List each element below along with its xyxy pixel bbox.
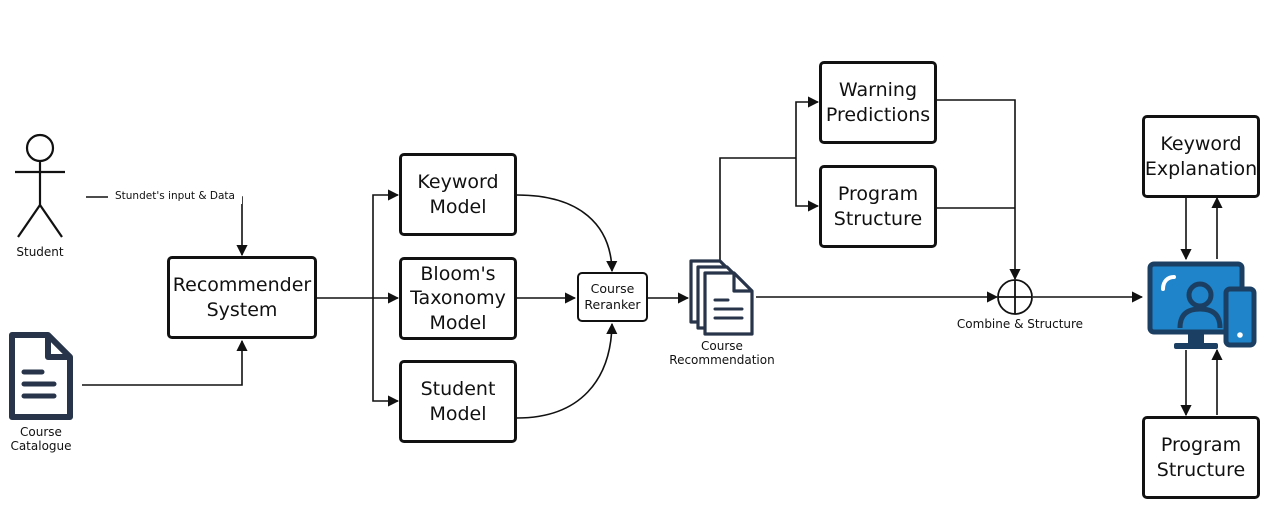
stick-figure-actor-icon: [15, 133, 65, 238]
edge-catalogue-to-recommender: [82, 339, 248, 386]
edge-split-to-program: [795, 158, 820, 212]
keyword-explanation-box: Keyword Explanation: [1142, 115, 1260, 198]
circle-plus-icon: [997, 279, 1033, 315]
catalogue-label: Course Catalogue: [10, 425, 72, 454]
edge-keyword-to-reranker: [516, 194, 618, 273]
course-reranker-box: Course Reranker: [577, 272, 648, 322]
course-recommendation-label: Course Recommendation: [669, 339, 775, 368]
warning-predictions-label: Warning Predictions: [825, 79, 931, 126]
edge-recommendation-to-split: [719, 157, 796, 260]
edge-student-to-recommender: [86, 196, 248, 257]
bloom-taxonomy-model-label: Bloom's Taxonomy Model: [410, 263, 506, 334]
edge-split-to-warning: [795, 96, 820, 158]
student-model-label: Student Model: [420, 378, 496, 425]
warning-predictions-box: Warning Predictions: [819, 61, 937, 144]
actor-label: Student: [16, 245, 64, 259]
program-structure-box-middle: Program Structure: [819, 165, 937, 248]
edge-student-model-to-reranker: [516, 322, 618, 419]
program-structure-label-middle: Program Structure: [833, 183, 923, 230]
recommender-system-label: Recommender System: [172, 274, 312, 321]
keyword-model-box: Keyword Model: [399, 153, 517, 236]
student-model-box: Student Model: [399, 360, 517, 443]
bloom-taxonomy-model-box: Bloom's Taxonomy Model: [399, 257, 517, 340]
keyword-explanation-label: Keyword Explanation: [1144, 133, 1258, 180]
combine-structure-label: Combine & Structure: [956, 317, 1084, 331]
course-reranker-label: Course Reranker: [584, 281, 641, 312]
recommender-system-box: Recommender System: [167, 256, 317, 339]
program-structure-label-bottom: Program Structure: [1156, 434, 1246, 481]
desktop-user-icon: [1147, 261, 1257, 349]
document-icon: [9, 332, 73, 420]
edge-recommender-to-keyword: [372, 189, 400, 298]
keyword-model-label: Keyword Model: [417, 171, 499, 218]
document-stack-icon: [689, 259, 754, 336]
edge-recommender-to-student-model: [372, 298, 400, 407]
program-structure-box-bottom: Program Structure: [1142, 416, 1260, 499]
input-edge-label: Stundet's input & Data: [115, 190, 235, 202]
edge-warning-to-combine: [937, 99, 1021, 281]
